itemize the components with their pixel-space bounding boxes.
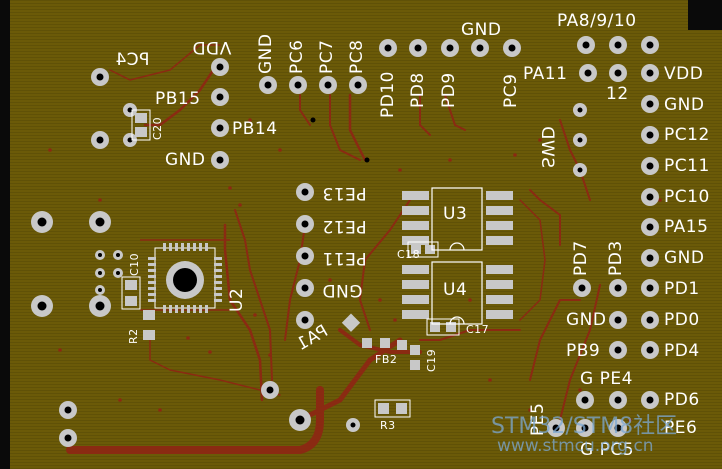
label-pd7: PD7	[571, 240, 591, 276]
label-fb2: FB2	[375, 353, 398, 366]
label-gnd-right-2: GND	[664, 248, 705, 268]
label-pc4: PC4	[115, 50, 150, 70]
label-pe6: PE6	[664, 418, 698, 438]
label-pc8: PC8	[347, 39, 367, 74]
label-pc6: PC6	[287, 39, 307, 74]
label-swd: SWD	[537, 125, 557, 168]
label-pc9: PC9	[501, 73, 521, 108]
label-pd0: PD0	[664, 310, 700, 330]
label-gnd-right-1: GND	[664, 95, 705, 115]
label-r2: R2	[127, 328, 140, 344]
label-pd8: PD8	[408, 72, 428, 108]
label-pd9: PD9	[439, 72, 459, 108]
label-pc7: PC7	[317, 39, 337, 74]
label-pb9: PB9	[566, 341, 601, 361]
label-c20: C20	[151, 116, 164, 140]
label-pe12: PE12	[322, 216, 367, 236]
label-pc12: PC12	[664, 125, 710, 145]
label-g-pc5: G PC5	[580, 440, 635, 460]
label-gnd-top-row: GND	[256, 33, 276, 74]
label-pa12: 12	[606, 84, 629, 104]
label-pb14: PB14	[232, 119, 278, 139]
label-vdd-right: VDD	[664, 64, 704, 84]
label-vdd-left: VDD	[192, 37, 232, 57]
label-c10: C10	[128, 252, 141, 276]
label-gnd-pe: GND	[322, 280, 363, 300]
label-gnd-left: GND	[165, 150, 206, 170]
label-pd10: PD10	[378, 71, 398, 118]
label-gnd-mid: GND	[566, 310, 607, 330]
label-pe13: PE13	[322, 183, 367, 203]
label-pc10: PC10	[664, 187, 710, 207]
label-pa11: PA11	[523, 64, 568, 84]
label-pc11: PC11	[664, 156, 710, 176]
label-c19: C19	[425, 348, 438, 372]
label-u3: U3	[443, 204, 468, 224]
label-pe11: PE11	[322, 248, 367, 268]
label-pa15: PA15	[664, 217, 709, 237]
watermark-url: www.stmcu.org.cn	[497, 436, 654, 456]
label-pa8-9-10: PA8/9/10	[557, 11, 637, 31]
label-pb15: PB15	[155, 89, 201, 109]
label-u2: U2	[227, 287, 247, 312]
label-pd1: PD1	[664, 279, 700, 299]
label-g-pe4: G PE4	[580, 369, 633, 389]
label-r3: R3	[380, 419, 396, 432]
label-pd6: PD6	[664, 390, 700, 410]
watermark-title: STM32/STM8社区	[491, 414, 678, 439]
label-pd3: PD3	[606, 240, 626, 276]
label-c18: C18	[397, 248, 421, 261]
label-c17: C17	[466, 323, 490, 336]
label-gnd-top: GND	[461, 20, 502, 40]
label-u4: U4	[443, 280, 468, 300]
label-pd4: PD4	[664, 341, 700, 361]
